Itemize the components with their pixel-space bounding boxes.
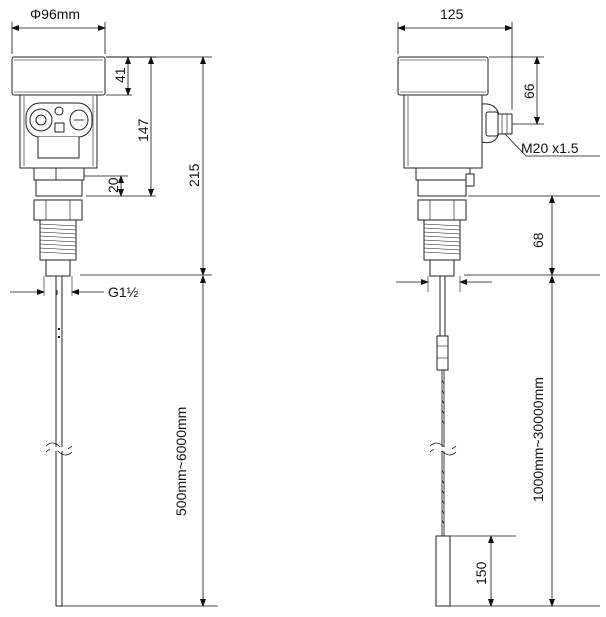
right-housing-cap xyxy=(397,56,489,96)
cable-clamp xyxy=(436,335,449,371)
right-hex-nut xyxy=(417,199,467,221)
right-view: 125 66 M20 x1.5 68 1000mm~30000mm 150 xyxy=(396,6,600,607)
left-dim-41: 41 xyxy=(112,67,128,83)
right-dim-150: 150 xyxy=(473,561,489,585)
left-housing-cap xyxy=(11,56,106,96)
left-hex-nut xyxy=(33,199,83,221)
right-thread xyxy=(423,219,461,261)
right-dim-68: 68 xyxy=(530,232,546,248)
left-thread-label: G1½ xyxy=(108,284,139,300)
right-width-label: 125 xyxy=(440,6,464,22)
right-dim-66: 66 xyxy=(521,83,537,99)
left-probe-length: 500mm~6000mm xyxy=(173,407,189,516)
right-probe-length: 1000mm~30000mm xyxy=(530,377,546,502)
gland-label: M20 x1.5 xyxy=(521,140,579,156)
left-view: Φ96mm 41 147 20 215 G1½ 500mm~6000mm xyxy=(10,6,218,607)
probe-weight xyxy=(435,535,451,607)
right-housing-body xyxy=(403,94,483,169)
left-dim-20: 20 xyxy=(105,177,121,193)
left-dim-215: 215 xyxy=(186,163,202,187)
left-probe-rod xyxy=(55,275,63,607)
left-diameter-label: Φ96mm xyxy=(30,6,80,22)
left-dim-147: 147 xyxy=(135,118,151,142)
